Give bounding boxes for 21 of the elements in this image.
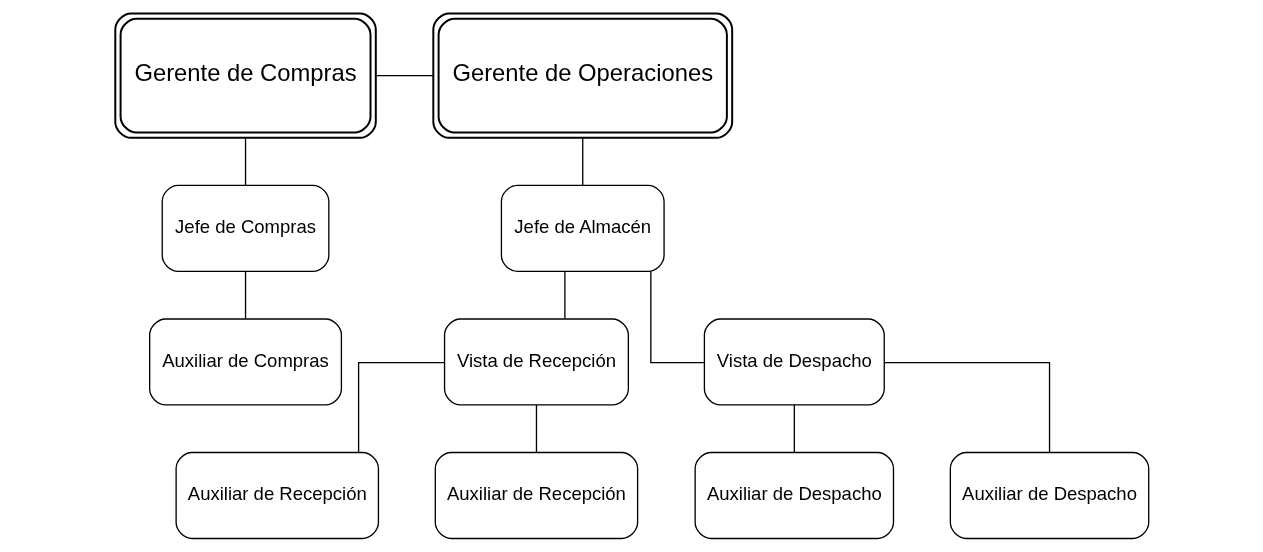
connector xyxy=(357,361,445,454)
node-box: Gerente de Operaciones xyxy=(431,12,733,139)
connector xyxy=(581,137,583,186)
node-box: Auxiliar de Compras xyxy=(148,318,342,406)
node-box: Auxiliar de Despacho xyxy=(949,451,1149,540)
node-box: Auxiliar de Despacho xyxy=(694,451,894,540)
node-box: Vista de Recepción xyxy=(443,318,629,406)
connector xyxy=(244,137,246,186)
connector xyxy=(883,361,1050,454)
node-box: Auxiliar de Recepción xyxy=(174,451,379,540)
connector xyxy=(535,404,537,453)
node-box: Jefe de Almacén xyxy=(500,184,665,273)
connector xyxy=(244,270,246,320)
connector xyxy=(793,404,795,453)
node-box: Jefe de Compras xyxy=(161,184,329,273)
connector xyxy=(563,270,566,320)
node-box: Vista de Despacho xyxy=(703,318,885,406)
connector xyxy=(374,75,434,77)
node-box: Auxiliar de Recepción xyxy=(434,451,638,540)
node-box: Gerente de Compras xyxy=(113,12,377,139)
connector xyxy=(649,270,705,364)
